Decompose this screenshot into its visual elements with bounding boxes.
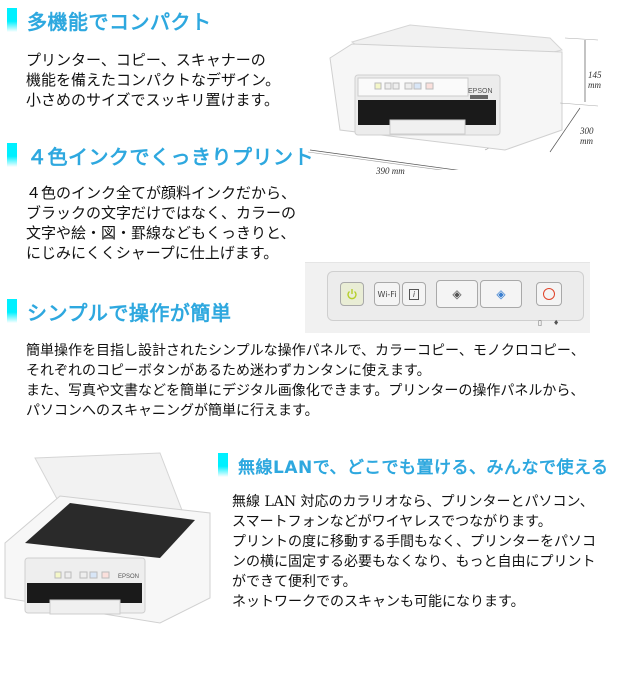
text-line: 機能を備えたコンパクトなデザイン。 bbox=[26, 71, 281, 89]
text-line: 無線 LAN 対応のカラリオなら、プリンターとパソコン、 bbox=[232, 494, 594, 510]
text-line: ネットワークでのスキャンも可能になります。 bbox=[232, 594, 525, 610]
network-info-button: i bbox=[402, 282, 426, 306]
power-icon bbox=[347, 289, 357, 300]
section-text-ink: ４色のインク全てが顔料インクだから、 ブラックの文字だけではなく、カラーの 文字… bbox=[26, 183, 296, 263]
dimension-width: 390 mm bbox=[376, 166, 405, 176]
section-text-wireless: 無線 LAN 対応のカラリオなら、プリンターとパソコン、 スマートフォンなどがワ… bbox=[232, 492, 596, 612]
section-heading-wireless: 無線LANで、どこでも置ける、みんなで使える bbox=[218, 450, 609, 480]
heading-text: シンプルで操作が簡単 bbox=[27, 300, 232, 325]
section-text-compact: プリンター、コピー、スキャナーの 機能を備えたコンパクトなデザイン。 小さめのサ… bbox=[26, 50, 280, 110]
dimension-height: 145 mm bbox=[588, 70, 602, 90]
mono-copy-icon: ◈ bbox=[452, 287, 462, 301]
info-icon: i bbox=[408, 288, 420, 300]
heading-accent-bar bbox=[7, 143, 17, 167]
text-line: ができて便利です。 bbox=[232, 574, 357, 590]
brand-logo: EPSON bbox=[118, 574, 139, 580]
color-copy-icon: ◈ bbox=[496, 287, 506, 301]
text-line: 小さめのサイズでスッキリ置けます。 bbox=[26, 91, 280, 109]
section-heading-compact: 多機能でコンパクト bbox=[7, 5, 212, 35]
heading-text: ４色インクでくっきりプリント bbox=[27, 144, 314, 169]
section-text-simple: 簡単操作を目指し設計されたシンプルな操作パネルで、カラーコピー、モノクロコピー、… bbox=[26, 341, 585, 421]
text-line: にじみにくくシャープに仕上げます。 bbox=[26, 244, 279, 262]
wifi-button: Wi-Fi bbox=[374, 282, 400, 306]
heading-accent-bar bbox=[7, 8, 17, 32]
text-line: ブラックの文字だけではなく、カラーの bbox=[26, 204, 297, 222]
text-line: 文字や絵・図・罫線などもくっきりと、 bbox=[26, 224, 296, 242]
stop-icon bbox=[543, 288, 555, 300]
heading-text: 多機能でコンパクト bbox=[27, 9, 212, 34]
text-line: 簡単操作を目指し設計されたシンプルな操作パネルで、カラーコピー、モノクロコピー、 bbox=[26, 343, 585, 359]
stop-button bbox=[536, 282, 562, 306]
heading-text: 無線LANで、どこでも置ける、みんなで使える bbox=[238, 457, 609, 478]
power-button bbox=[340, 282, 364, 306]
text-line: スマートフォンなどがワイヤレスでつながります。 bbox=[232, 514, 552, 530]
text-line: ４色のインク全てが顔料インクだから、 bbox=[26, 184, 297, 202]
printer-image-scanner-open: EPSON bbox=[0, 448, 215, 628]
text-line: ンの横に固定する必要もなくなり、もっと自由にプリント bbox=[232, 554, 596, 570]
paper-ink-indicators: ▯ ♦ bbox=[538, 319, 560, 327]
control-panel-frame: Wi-Fi i ◈ ◈ bbox=[327, 271, 584, 321]
text-line: プリントの度に移動する手間もなく、プリンターをパソコ bbox=[232, 534, 596, 550]
text-line: それぞれのコピーボタンがあるため迷わずカンタンに使えます。 bbox=[26, 363, 431, 379]
control-panel-image: Wi-Fi i ◈ ◈ ▯ ♦ bbox=[305, 262, 590, 333]
text-line: プリンター、コピー、スキャナーの bbox=[26, 51, 266, 69]
heading-accent-bar bbox=[218, 453, 228, 477]
section-heading-ink: ４色インクでくっきりプリント bbox=[7, 140, 314, 170]
section-heading-simple: シンプルで操作が簡単 bbox=[7, 296, 231, 326]
text-line: また、写真や文書などを簡単にデジタル画像化できます。プリンターの操作パネルから、 bbox=[26, 383, 585, 399]
printer-image-dimensions: EPSON 145 mm 300 mm 390 mm bbox=[307, 20, 602, 176]
color-copy-button: ◈ bbox=[480, 280, 522, 308]
dimension-depth: 300 mm bbox=[580, 126, 594, 146]
brand-logo: EPSON bbox=[468, 88, 493, 95]
mono-copy-button: ◈ bbox=[436, 280, 478, 308]
text-line: パソコンへのスキャニングが簡単に行えます。 bbox=[26, 403, 319, 419]
heading-accent-bar bbox=[7, 299, 17, 323]
